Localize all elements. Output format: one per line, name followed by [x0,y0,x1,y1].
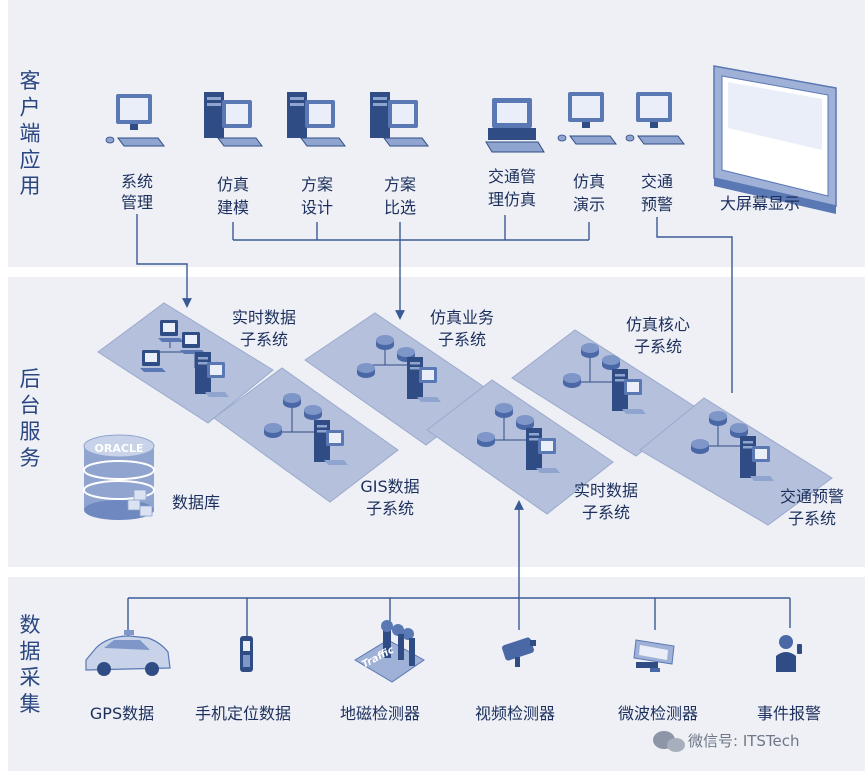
client-app-label-sys-2: 管理 [121,193,153,212]
platform-rt2 [426,379,614,515]
subsystem-platforms [97,302,833,526]
platform-warn [639,397,833,526]
subsystem-biz-devices [357,335,441,402]
subsystem-label-rt1-2: 子系统 [240,330,288,349]
subsystem-label-warn-1: 交通预警 [780,487,844,506]
subsystem-label-rt2-2: 子系统 [582,503,630,522]
big-screen-label: 大屏幕显示 [720,194,800,213]
big-screen[interactable]: 大屏幕显示 [713,65,837,214]
source-gps[interactable] [85,630,171,676]
subsystem-label-warn-2: 子系统 [788,509,836,528]
database-label: 数据库 [172,493,220,512]
subsystem-core-devices [563,343,646,414]
source-label-gps: GPS数据 [90,704,154,723]
subsystem-gis-devices [264,393,348,465]
source-micro[interactable] [633,639,675,672]
database-cylinder-icon [83,434,155,520]
subsystem-label-biz-1: 仿真业务 [430,308,494,327]
microwave-sensor-icon [633,639,675,672]
source-label-phone: 手机定位数据 [195,704,291,723]
subsystem-rt2-devices [477,403,560,473]
source-label-video: 视频检测器 [475,704,555,723]
client-app-label-sys-1: 系统 [121,172,153,191]
client-app-label-tmgmt-2: 理仿真 [488,190,536,209]
traffic-light-icon [354,620,425,683]
client-app-label-tmgmt-1: 交通管 [488,167,536,186]
video-camera-icon [502,637,536,667]
client-app-label-comp-1: 方案 [384,175,416,194]
client-app-label-model-1: 仿真 [217,175,249,194]
source-label-micro: 微波检测器 [618,704,698,723]
subsystem-label-rt2-1: 实时数据 [574,481,638,500]
client-app-label-model-2: 建模 [217,198,249,217]
watermark-text: 微信号: ITSTech [688,732,800,750]
client-app-label-warn-2: 预警 [641,195,673,214]
watermark: 微信号: ITSTech [653,731,800,752]
section-title-backend: 后台服务 [20,367,41,470]
database-brand: ORACLE [95,442,144,455]
source-event[interactable] [776,635,802,672]
client-app-label-comp-2: 比选 [384,198,416,217]
client-connectors [136,214,733,393]
client-app-label-warn-1: 交通 [641,172,673,191]
collection-connectors [127,500,791,640]
source-label-event: 事件报警 [757,704,821,723]
platform-gis [213,367,399,503]
subsystem-label-core-1: 仿真核心 [626,315,690,334]
source-label-mag: 地磁检测器 [340,704,420,723]
subsystem-label-biz-2: 子系统 [438,330,486,349]
subsystem-label-gis-2: 子系统 [366,499,414,518]
car-icon [85,630,171,676]
subsystem-label-core-2: 子系统 [634,337,682,356]
section-title-collection: 数据采集 [20,613,41,716]
subsystem-warn-devices [691,411,774,481]
client-app-label-plan-1: 方案 [301,175,333,194]
source-video[interactable] [501,637,536,667]
database[interactable]: ORACLE 数据库 [83,434,220,520]
subsystem-label-rt1-1: 实时数据 [232,308,296,327]
large-display-icon [713,65,837,214]
client-app-label-demo-2: 演示 [573,195,605,214]
section-title-client: 客户端应用 [20,69,41,198]
subsystem-label-gis-1: GIS数据 [360,477,419,496]
person-alarm-icon [776,635,802,672]
client-app-label-demo-1: 仿真 [573,172,605,191]
client-app-label-plan-2: 设计 [301,198,333,217]
mobile-phone-icon [240,636,253,672]
source-phone[interactable] [240,636,253,672]
wechat-icon [653,731,685,752]
platform-rt1 [97,302,274,424]
